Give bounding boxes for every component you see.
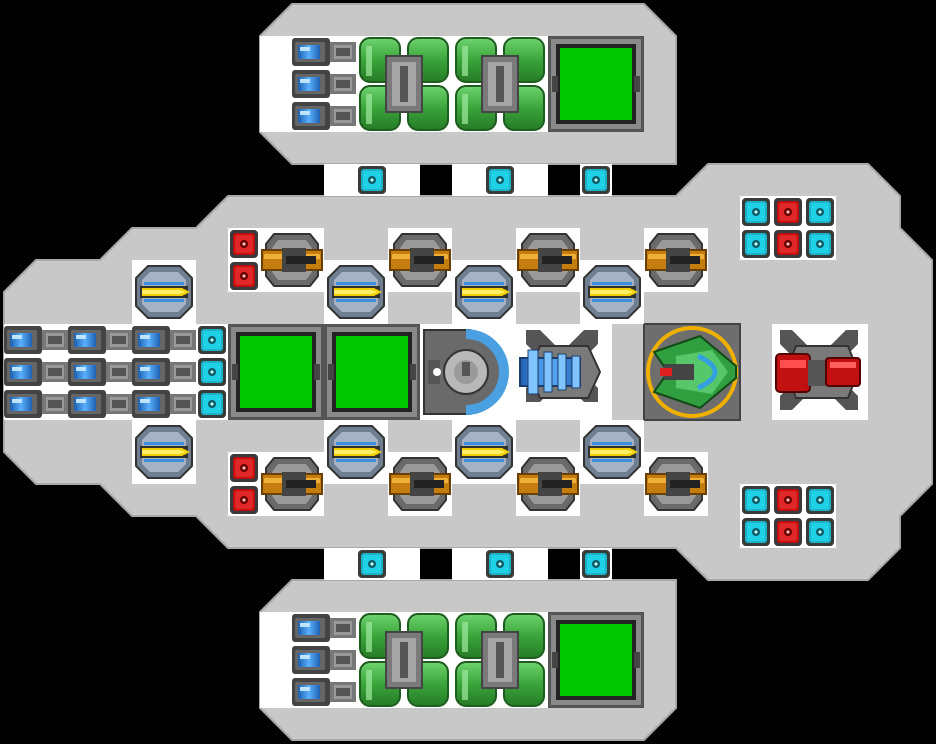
thruster-icon[interactable] <box>486 166 514 194</box>
missile-launcher-icon[interactable] <box>327 265 385 319</box>
thruster-icon[interactable] <box>742 198 770 226</box>
missile-launcher-icon[interactable] <box>583 265 641 319</box>
engine-icon[interactable] <box>292 614 356 642</box>
thruster-icon[interactable] <box>230 486 258 514</box>
missile-launcher-icon[interactable] <box>135 265 193 319</box>
thruster-icon[interactable] <box>198 358 226 386</box>
top-pod-modules[interactable] <box>260 36 644 132</box>
cockpit-icon[interactable] <box>420 324 516 420</box>
thruster-icon[interactable] <box>742 230 770 258</box>
thruster-icon[interactable] <box>230 262 258 290</box>
thruster-icon[interactable] <box>806 230 834 258</box>
bottom-pod-modules[interactable] <box>260 612 644 708</box>
thruster-icon[interactable] <box>742 518 770 546</box>
rear-engine-bank[interactable] <box>4 324 228 420</box>
shield-generator-icon[interactable] <box>643 323 741 421</box>
thruster-icon[interactable] <box>198 390 226 418</box>
engine-icon[interactable] <box>292 70 356 98</box>
turret-icon[interactable] <box>389 233 451 287</box>
thruster-icon[interactable] <box>358 166 386 194</box>
turret-icon[interactable] <box>517 233 579 287</box>
drive-core-icon[interactable] <box>516 324 612 420</box>
missile-launcher-icon[interactable] <box>135 425 193 479</box>
turret-icon[interactable] <box>645 233 707 287</box>
engine-icon[interactable] <box>68 390 132 418</box>
turret-icon[interactable] <box>517 457 579 511</box>
turret-icon[interactable] <box>389 457 451 511</box>
turret-icon[interactable] <box>261 233 323 287</box>
engine-icon[interactable] <box>292 102 356 130</box>
engine-icon[interactable] <box>292 646 356 674</box>
reactor-icon[interactable] <box>548 612 644 708</box>
thruster-icon[interactable] <box>486 550 514 578</box>
thruster-icon[interactable] <box>774 198 802 226</box>
engine-icon[interactable] <box>4 358 68 386</box>
fore-thrusters-lower[interactable] <box>740 484 836 548</box>
thruster-icon[interactable] <box>774 518 802 546</box>
missile-launcher-icon[interactable] <box>327 425 385 479</box>
thruster-icon[interactable] <box>806 518 834 546</box>
thruster-icon[interactable] <box>774 230 802 258</box>
thruster-icon[interactable] <box>198 326 226 354</box>
engine-icon[interactable] <box>68 358 132 386</box>
thruster-icon[interactable] <box>230 230 258 258</box>
turret-icon[interactable] <box>645 457 707 511</box>
thruster-icon[interactable] <box>358 550 386 578</box>
lower-weapon-row[interactable] <box>132 420 708 516</box>
upper-weapon-row[interactable] <box>132 228 708 324</box>
heavy-cannon-icon[interactable] <box>772 324 868 420</box>
thruster-icon[interactable] <box>582 550 610 578</box>
thruster-icon[interactable] <box>230 454 258 482</box>
missile-launcher-icon[interactable] <box>455 265 513 319</box>
engine-icon[interactable] <box>4 390 68 418</box>
reactor-icon[interactable] <box>548 36 644 132</box>
fore-thrusters-upper[interactable] <box>740 196 836 260</box>
thruster-icon[interactable] <box>806 198 834 226</box>
engine-icon[interactable] <box>292 678 356 706</box>
thruster-icon[interactable] <box>582 166 610 194</box>
thruster-icon[interactable] <box>742 486 770 514</box>
engine-icon[interactable] <box>132 390 196 418</box>
engine-icon[interactable] <box>292 38 356 66</box>
thruster-icon[interactable] <box>806 486 834 514</box>
engine-icon[interactable] <box>132 326 196 354</box>
reactor-icon[interactable] <box>324 324 420 420</box>
missile-launcher-icon[interactable] <box>455 425 513 479</box>
thruster-icon[interactable] <box>774 486 802 514</box>
engine-icon[interactable] <box>68 326 132 354</box>
turret-icon[interactable] <box>261 457 323 511</box>
missile-launcher-icon[interactable] <box>583 425 641 479</box>
engine-icon[interactable] <box>132 358 196 386</box>
engine-icon[interactable] <box>4 326 68 354</box>
core-modules[interactable] <box>228 323 868 421</box>
reactor-icon[interactable] <box>228 324 324 420</box>
